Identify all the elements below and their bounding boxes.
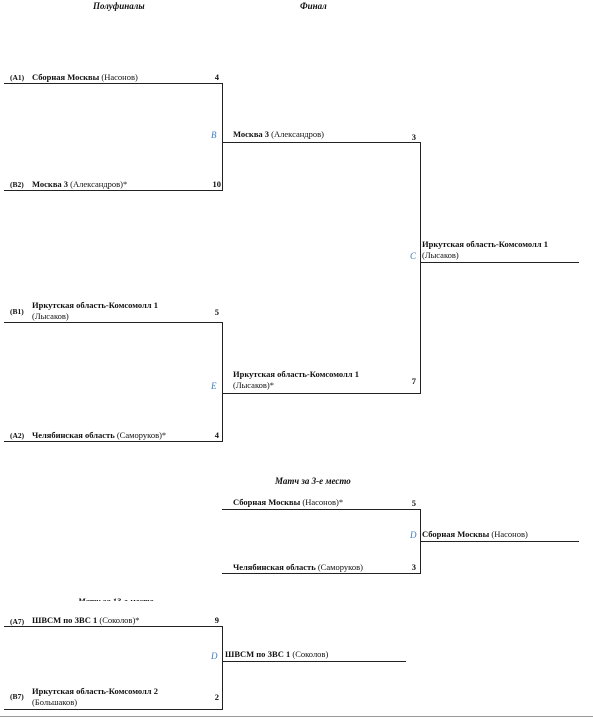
team-name: ШВСМ по ЗВС 1 xyxy=(225,649,291,659)
score: 9 xyxy=(214,615,219,625)
bracket-connector xyxy=(222,83,223,191)
seed-label: (B2) xyxy=(10,180,24,189)
team-entry: Иркутская область-Комсомолл 2 (Большаков… xyxy=(32,686,158,708)
team-name: Челябинская область xyxy=(32,430,115,440)
score: 10 xyxy=(212,179,222,189)
thirteenth-place-header: Матч за 13-е место xyxy=(78,596,154,601)
team-name: Иркутская область-Комсомолл 2 xyxy=(32,686,158,696)
bracket-line xyxy=(222,142,420,143)
team-entry: Иркутская область-Комсомолл 1 (Лысаков) xyxy=(32,300,158,322)
team-name: ШВСМ по ЗВС 1 xyxy=(32,615,98,625)
bracket-line xyxy=(222,509,420,510)
third-place-header: Матч за 3-е место xyxy=(275,476,351,486)
score: 5 xyxy=(214,307,219,317)
team-name: Иркутская область-Комсомолл 1 xyxy=(32,300,158,310)
match-node-label: D xyxy=(211,651,218,661)
team-name: Сборная Москвы xyxy=(32,72,100,82)
bracket-connector xyxy=(222,626,223,710)
seed-label: (A1) xyxy=(10,73,25,82)
bracket-line xyxy=(222,573,420,574)
team-entry: Сборная Москвы (Насонов)* xyxy=(233,497,343,508)
bracket-line xyxy=(4,83,222,84)
bracket-line xyxy=(222,661,406,662)
seed-label: (B1) xyxy=(10,307,24,316)
coach-name: (Саморуков)* xyxy=(116,430,167,440)
coach-name: (Соколов)* xyxy=(99,615,140,625)
seed-label: (B7) xyxy=(10,692,24,701)
coach-name: (Саморуков) xyxy=(317,562,363,572)
coach-name: (Большаков) xyxy=(32,697,78,707)
match-node-label: D xyxy=(410,530,417,540)
team-entry: Иркутская область-Комсомолл 1 (Лысаков)* xyxy=(233,369,359,391)
team-name: Сборная Москвы xyxy=(233,497,301,507)
bracket-connector xyxy=(222,322,223,442)
match-node-label: B xyxy=(211,130,217,140)
page-bottom-divider xyxy=(0,716,593,717)
winner-entry: Иркутская область-Комсомолл 1 (Лысаков) xyxy=(422,239,548,261)
coach-name: (Соколов) xyxy=(292,649,329,659)
score: 3 xyxy=(411,132,416,142)
coach-name: (Лысаков)* xyxy=(233,380,274,390)
bracket-line xyxy=(4,441,222,442)
team-name: Москва 3 xyxy=(233,129,270,139)
coach-name: (Александров)* xyxy=(70,179,128,189)
winner-entry: Сборная Москвы (Насонов) xyxy=(422,529,528,540)
bracket-line xyxy=(4,626,222,627)
match-node-label: C xyxy=(410,251,417,261)
team-entry: Сборная Москвы (Насонов) xyxy=(32,72,138,83)
bracket-line xyxy=(4,322,222,323)
team-name: Сборная Москвы xyxy=(422,529,490,539)
team-name: Москва 3 xyxy=(32,179,69,189)
score: 4 xyxy=(214,72,219,82)
team-entry: ШВСМ по ЗВС 1 (Соколов)* xyxy=(32,615,140,626)
bracket-connector xyxy=(420,142,421,394)
coach-name: (Лысаков) xyxy=(422,250,459,260)
bracket-line xyxy=(420,262,579,263)
bracket-line xyxy=(4,190,222,191)
bracket-line xyxy=(420,541,579,542)
coach-name: (Насонов) xyxy=(491,529,528,539)
score: 7 xyxy=(411,376,416,386)
score: 2 xyxy=(214,692,219,702)
team-entry: Москва 3 (Александров) xyxy=(233,129,324,140)
team-name: Иркутская область-Комсомолл 1 xyxy=(422,239,548,249)
semifinals-header: Полуфиналы xyxy=(93,1,145,11)
score: 5 xyxy=(411,498,416,508)
team-entry: Челябинская область (Саморуков) xyxy=(233,562,363,573)
team-entry: Челябинская область (Саморуков)* xyxy=(32,430,166,441)
team-name: Иркутская область-Комсомолл 1 xyxy=(233,369,359,379)
coach-name: (Лысаков) xyxy=(32,311,69,321)
seed-label: (A2) xyxy=(10,431,25,440)
team-entry: Москва 3 (Александров)* xyxy=(32,179,127,190)
bracket-line xyxy=(222,393,420,394)
seed-label: (A7) xyxy=(10,617,25,626)
winner-entry: ШВСМ по ЗВС 1 (Соколов) xyxy=(225,649,328,660)
coach-name: (Александров) xyxy=(271,129,324,139)
score: 3 xyxy=(411,562,416,572)
coach-name: (Насонов) xyxy=(101,72,138,82)
match-node-label: E xyxy=(211,381,217,391)
score: 4 xyxy=(214,430,219,440)
coach-name: (Насонов)* xyxy=(302,497,344,507)
bracket-line xyxy=(4,709,222,710)
final-header: Финал xyxy=(300,1,327,11)
team-name: Челябинская область xyxy=(233,562,316,572)
